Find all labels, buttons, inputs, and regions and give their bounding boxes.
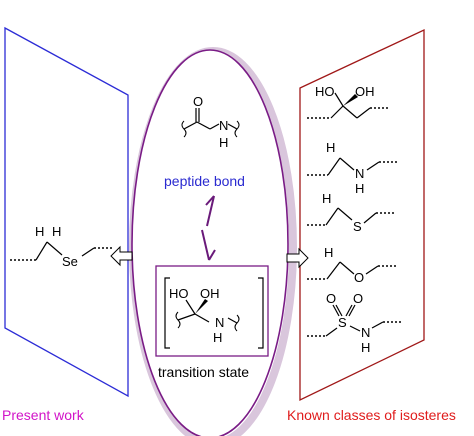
iso2-h-atom: H — [326, 140, 335, 155]
iso2-nh-atom: H — [355, 181, 364, 196]
transition-state-structure: HO OH N H — [164, 277, 264, 349]
peptide-bond-label: peptide bond — [164, 173, 245, 189]
arrow-to-left-panel — [110, 245, 133, 267]
peptide-o-atom: O — [193, 94, 203, 109]
iso5-s-atom: S — [338, 315, 347, 330]
iso4-h-atom: H — [324, 245, 333, 260]
iso5-o2-atom: O — [353, 291, 363, 306]
transition-state-label: transition state — [158, 364, 249, 380]
known-classes-label: Known classes of isosteres — [287, 407, 456, 423]
selenium-structure: H H Se — [10, 224, 112, 269]
iso4-o-atom: O — [354, 270, 364, 285]
ts-oh-atom: OH — [200, 286, 220, 301]
isostere-diol: HO OH — [307, 84, 389, 119]
ts-ho-atom: HO — [169, 286, 189, 301]
transition-state-box — [155, 265, 269, 357]
peptide-n-atom: N — [219, 118, 228, 133]
se-h1-atom: H — [35, 224, 44, 239]
iso3-h-atom: H — [322, 191, 331, 206]
iso5-h-atom: H — [361, 340, 370, 355]
equilibrium-arrows — [201, 195, 216, 261]
isostere-sulfonamide: O O S N H — [307, 291, 402, 355]
iso5-o1-atom: O — [326, 291, 336, 306]
left-panel — [4, 26, 129, 398]
iso1-oh-atom: OH — [355, 84, 375, 99]
iso3-s-atom: S — [353, 219, 362, 234]
isostere-thioether: H S — [307, 191, 395, 234]
se-atom: Se — [62, 254, 78, 269]
peptide-bond-structure: O N H — [181, 94, 240, 150]
isostere-amine: H N H — [307, 140, 397, 196]
arrow-to-right-panel — [286, 247, 309, 269]
iso2-n-atom: N — [355, 166, 364, 181]
isostere-ether: H O — [307, 245, 398, 285]
right-panel — [299, 28, 425, 402]
peptide-h-atom: H — [219, 135, 228, 150]
ts-n-atom: N — [215, 315, 224, 330]
iso1-ho-atom: HO — [315, 84, 335, 99]
iso5-n-atom: N — [361, 325, 370, 340]
ts-h-atom: H — [213, 330, 222, 345]
present-work-label: Present work — [2, 407, 85, 423]
se-h2-atom: H — [52, 224, 61, 239]
